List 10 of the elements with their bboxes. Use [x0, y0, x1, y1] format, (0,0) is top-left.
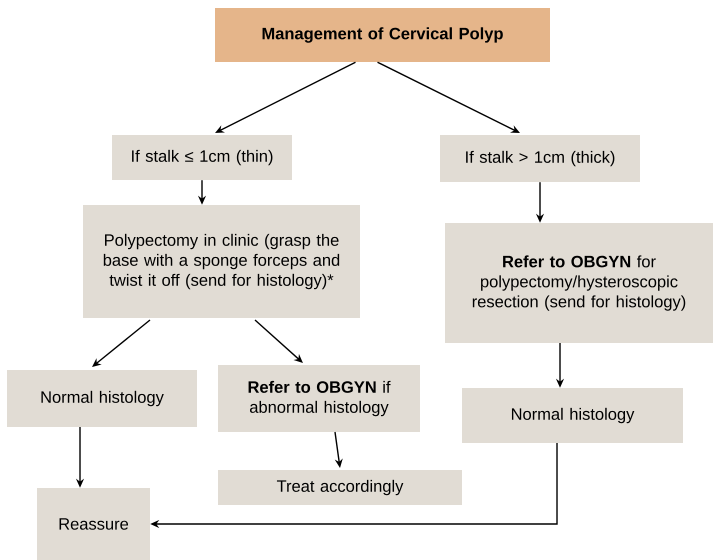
process-box: Refer to OBGYN for polypectomy/hysteroscopic resection (send for histology) — [445, 223, 713, 343]
process-box: If stalk ≤ 1cm (thin) — [112, 135, 292, 180]
process-box: Reassure — [37, 488, 150, 560]
process-box: Normal histology — [7, 370, 197, 427]
process-box: Polypectomy in clinic (grasp the base with a sponge forceps and twist it off (send for histology)* — [83, 205, 360, 318]
process-box: Treat accordingly — [218, 470, 462, 505]
process-box: If stalk > 1cm (thick) — [440, 135, 640, 182]
title-box: Management of Cervical Polyp — [215, 8, 550, 62]
process-box: Refer to OBGYN if abnormal histology — [218, 365, 420, 432]
process-box: Normal histology — [462, 388, 683, 443]
